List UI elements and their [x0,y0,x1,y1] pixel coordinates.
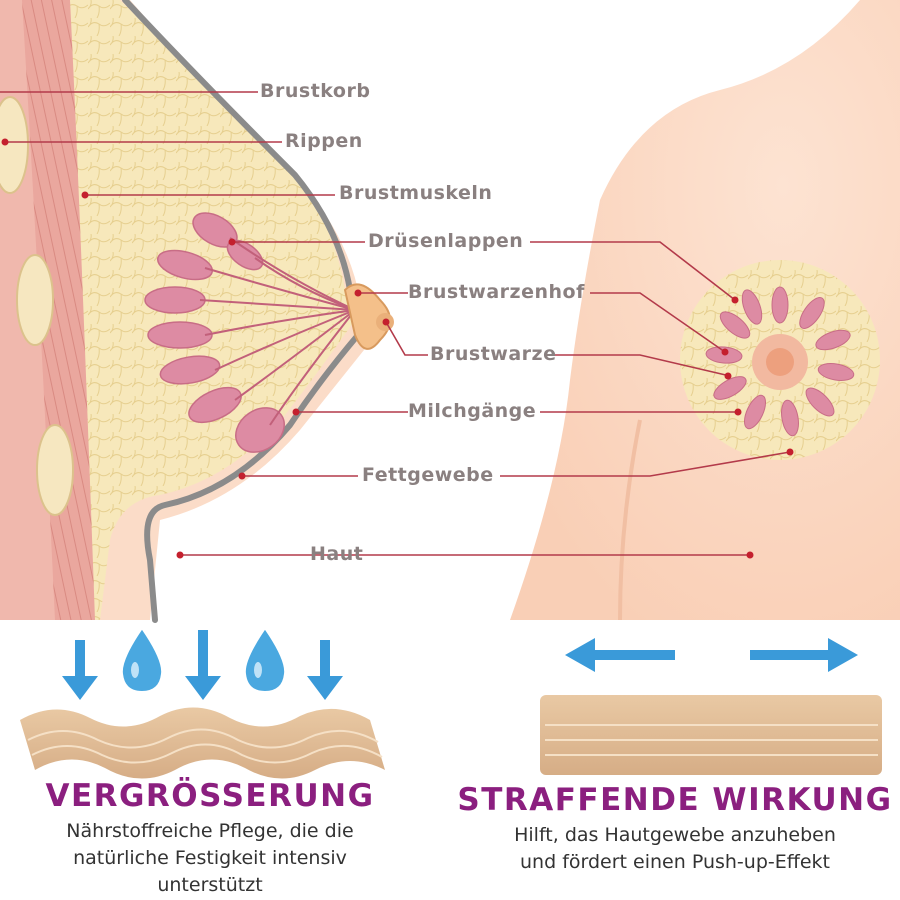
lobule [156,249,214,281]
down-arrow-icon [62,640,98,700]
lobule [226,239,264,271]
lobule [147,321,213,349]
enlargement-icon [20,626,385,779]
rib [36,424,74,516]
label-brustwarzenhof: Brustwarzenhof [408,281,585,303]
water-drop-icon [120,626,164,694]
skin-outline [122,0,361,623]
label-druesenlappen: Drüsenlappen [368,230,524,252]
areola-lobules [705,286,855,437]
feature-description-firming: Hilft, das Hautgewebe anzuheben und förd… [450,822,900,876]
label-brustwarze: Brustwarze [430,343,557,365]
leader-lines [0,91,791,556]
feature-title-enlargement: VERGRÖSSERUNG [45,778,375,814]
feature-description-enlargement: Nährstoffreiche Pflege, die die natürlic… [0,818,420,899]
label-haut: Haut [310,543,364,565]
label-fettgewebe: Fettgewebe [362,464,494,486]
lobule [235,407,285,453]
skin-layer-wavy [20,707,385,779]
left-arrow-icon [565,638,675,672]
milk-ducts [199,237,356,426]
description-line: Nährstoffreiche Pflege, die die [66,820,354,842]
lobule [159,355,221,385]
rib [0,96,29,194]
rib [16,254,54,346]
description-line: unterstützt [157,874,263,896]
body-external-view [510,0,900,621]
arm-line [618,419,642,621]
label-rippen: Rippen [285,130,363,152]
description-line: Hilft, das Hautgewebe anzuheben [514,824,836,846]
description-line: und fördert einen Push-up-Effekt [520,851,830,873]
down-arrow-icon [307,640,343,700]
breast-cross-section [0,0,394,623]
down-arrow-icon [185,630,221,700]
fat-tissue-region [55,0,355,620]
feature-title-firming: STRAFFENDE WIRKUNG [457,782,893,818]
ribs [0,96,74,516]
nipple-center [766,348,794,376]
firming-icon [540,638,882,775]
label-milchgaenge: Milchgänge [408,400,537,422]
lobule [188,386,242,424]
description-line: natürliche Festigkeit intensiv [73,847,347,869]
label-brustmuskeln: Brustmuskeln [339,182,493,204]
label-brustkorb: Brustkorb [260,80,371,102]
right-arrow-icon [750,638,858,672]
skin-layer-flat [540,695,882,775]
glandular-lobes [144,212,285,453]
water-drop-icon [243,626,287,694]
lobule [144,286,206,314]
leader-dots [1,138,794,559]
